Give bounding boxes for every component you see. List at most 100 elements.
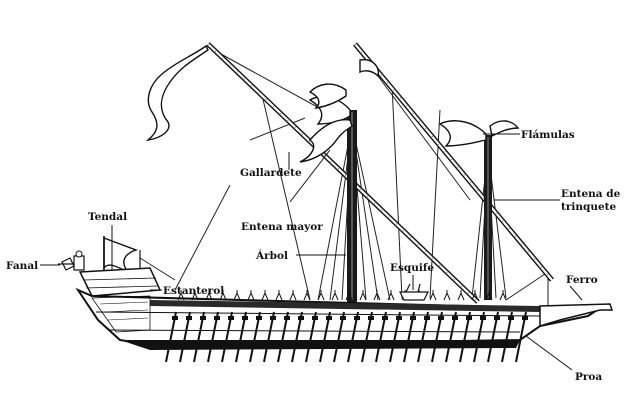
oar-port <box>494 316 500 320</box>
oar-port <box>410 316 416 320</box>
oar <box>179 311 191 363</box>
oar-port <box>270 316 276 320</box>
oar <box>361 311 373 363</box>
deck-figure <box>233 290 241 301</box>
oar <box>515 311 527 363</box>
stern-castle <box>73 250 162 297</box>
deck-figure <box>499 290 507 301</box>
oar-port <box>368 316 374 320</box>
oar <box>417 311 429 363</box>
oar <box>333 311 345 363</box>
label-esquife: Esquife <box>390 262 434 274</box>
oar-port <box>508 316 514 320</box>
oar-port <box>256 316 262 320</box>
deck-figure <box>275 290 283 301</box>
oar-port <box>284 316 290 320</box>
oar-port <box>326 316 332 320</box>
label-arbol: Árbol <box>255 248 288 262</box>
label-gallardete: Gallardete <box>240 167 302 179</box>
deck-figure <box>261 290 269 301</box>
deck-figure <box>345 290 353 301</box>
oar <box>291 311 303 363</box>
oar <box>459 311 471 363</box>
oar-port <box>382 316 388 320</box>
main-mast <box>347 110 357 302</box>
streamer-flag-2 <box>299 119 353 163</box>
label-fanal: Fanal <box>6 260 38 272</box>
oar-port <box>228 316 234 320</box>
oar <box>221 311 233 363</box>
deck-figure <box>331 290 339 301</box>
oar-port <box>172 316 178 320</box>
oar <box>235 311 247 363</box>
pennants <box>103 44 520 273</box>
fanal-lantern <box>58 257 75 271</box>
fore-mast <box>484 135 492 300</box>
main-yard <box>206 42 480 304</box>
deck-figure <box>191 290 199 301</box>
oar <box>263 311 275 363</box>
oar <box>207 311 219 363</box>
deck-figure <box>247 290 255 301</box>
oar-port <box>438 316 444 320</box>
oar-port <box>424 316 430 320</box>
label-flamulas: Flámulas <box>521 129 575 141</box>
deck-figure <box>359 290 367 301</box>
oar-port <box>186 316 192 320</box>
oar <box>445 311 457 363</box>
oar <box>319 311 331 363</box>
label-ferro: Ferro <box>566 274 598 286</box>
deck-figure <box>219 290 227 301</box>
flamula-flag <box>438 120 487 147</box>
oar <box>389 311 401 363</box>
label-proa: Proa <box>575 371 602 383</box>
oar <box>473 311 485 363</box>
oar-port <box>396 316 402 320</box>
label-entena-trinquete-1: Entena de <box>561 188 621 200</box>
deck-figure <box>471 290 479 301</box>
oar-port <box>298 316 304 320</box>
oar-port <box>466 316 472 320</box>
oar-port <box>200 316 206 320</box>
deck-figure <box>485 290 493 301</box>
deck-figures <box>177 290 507 301</box>
oar <box>277 311 289 363</box>
deck-figure <box>317 290 325 301</box>
label-entena-trinquete-2: trinquete <box>561 201 617 213</box>
oars <box>165 311 528 363</box>
deck-figure <box>289 290 297 301</box>
oar-port <box>214 316 220 320</box>
label-tendal: Tendal <box>88 211 127 223</box>
tendal-flag <box>103 236 139 273</box>
oar-port <box>480 316 486 320</box>
esquife-skiff <box>399 283 429 301</box>
oar <box>501 311 513 363</box>
deck-figure <box>205 290 213 301</box>
deck-figure <box>303 290 311 301</box>
leader-lines <box>40 133 583 371</box>
deck-figure <box>373 290 381 301</box>
oar <box>249 311 261 363</box>
oar <box>305 311 317 363</box>
oar <box>375 311 387 363</box>
oar-port <box>340 316 346 320</box>
label-entena-mayor: Entena mayor <box>241 221 323 233</box>
deck-figure <box>387 290 395 301</box>
streamer-flag-4 <box>359 59 379 78</box>
gallardete-flag <box>145 44 209 142</box>
oar <box>403 311 415 363</box>
streamer-flag-3 <box>308 83 347 109</box>
label-estanterol: Estanterol <box>163 285 224 297</box>
labels: Flámulas Gallardete Entena mayor Árbol E… <box>6 129 621 383</box>
oar <box>165 311 177 363</box>
oar <box>347 311 359 363</box>
fore-yard <box>353 42 554 282</box>
deck-figure <box>177 290 185 301</box>
oar-port <box>312 316 318 320</box>
oar-port <box>354 316 360 320</box>
deck-figure <box>429 290 437 301</box>
oar-port <box>522 316 528 320</box>
oar <box>487 311 499 363</box>
